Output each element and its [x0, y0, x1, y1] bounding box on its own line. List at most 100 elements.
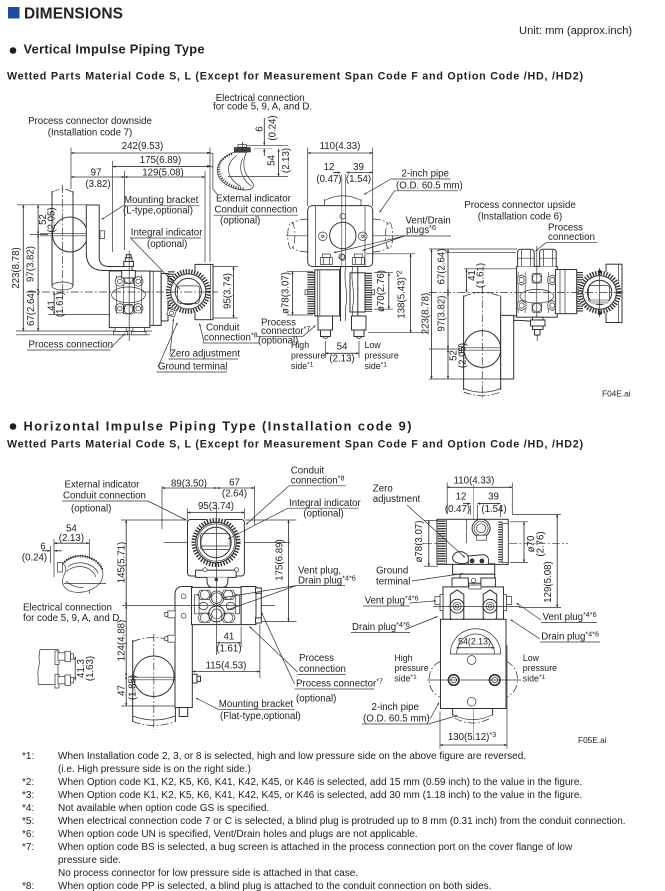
- svg-text:adjustment: adjustment: [373, 494, 421, 505]
- svg-text:54(2.13): 54(2.13): [458, 636, 491, 646]
- svg-text:(0.47): (0.47): [316, 174, 341, 185]
- svg-text:When option code PP is selecte: When option code PP is selected, a blind…: [58, 881, 491, 891]
- svg-text:Mounting bracket: Mounting bracket: [219, 699, 294, 710]
- svg-text:Process connector downside: Process connector downside: [28, 116, 152, 127]
- svg-text:Vent plug,: Vent plug,: [298, 566, 341, 577]
- svg-text:(i.e. High pressure side is on: (i.e. High pressure side is on the right…: [58, 764, 251, 775]
- svg-text:52: 52: [449, 350, 460, 361]
- svg-text:(3.82): (3.82): [85, 179, 110, 190]
- svg-text:plugs*6: plugs*6: [406, 223, 436, 236]
- svg-text:(optional): (optional): [296, 694, 336, 705]
- svg-text:Zero: Zero: [373, 484, 393, 495]
- svg-text:DIMENSIONS: DIMENSIONS: [24, 6, 123, 23]
- svg-text:for code 5, 9, A, and D.: for code 5, 9, A, and D.: [213, 102, 312, 113]
- svg-text:54: 54: [337, 342, 348, 353]
- svg-text:*8:: *8:: [22, 881, 34, 891]
- svg-text:175(6.89): 175(6.89): [275, 539, 286, 580]
- svg-text:High: High: [394, 653, 412, 663]
- svg-text:Mounting bracket: Mounting bracket: [124, 195, 199, 206]
- svg-text:Process connector upside: Process connector upside: [464, 200, 575, 211]
- svg-text:Conduit connection: Conduit connection: [63, 491, 146, 502]
- svg-text:242(9.53): 242(9.53): [122, 141, 163, 152]
- svg-text:(0.47): (0.47): [445, 504, 470, 515]
- svg-text:(optional): (optional): [147, 239, 187, 250]
- svg-text:(1.54): (1.54): [346, 174, 371, 185]
- svg-text:When option code BS is selecte: When option code BS is selected, a bug s…: [58, 842, 573, 853]
- svg-text:(Installation code 6): (Installation code 6): [478, 212, 563, 223]
- svg-text:(1.85): (1.85): [128, 675, 139, 700]
- svg-text:(2.76): (2.76): [536, 531, 547, 556]
- svg-text:(L-type,optional): (L-type,optional): [123, 206, 193, 217]
- svg-text:12: 12: [324, 162, 335, 173]
- svg-text:Integral indicator: Integral indicator: [289, 498, 361, 509]
- svg-text:67: 67: [229, 478, 240, 489]
- svg-text:223(8.78): 223(8.78): [421, 293, 432, 334]
- svg-text:*7:: *7:: [22, 842, 34, 853]
- svg-text:110(4.33): 110(4.33): [320, 141, 361, 152]
- svg-text:Conduit: Conduit: [206, 323, 240, 334]
- svg-text:*1:: *1:: [22, 751, 34, 762]
- svg-text:97: 97: [91, 168, 102, 179]
- svg-text:ø78(3.07): ø78(3.07): [281, 272, 292, 314]
- svg-text:pressure side.: pressure side.: [58, 855, 121, 866]
- svg-text:Unit: mm (approx.inch): Unit: mm (approx.inch): [519, 25, 632, 37]
- svg-text:138(5.43)*2: 138(5.43)*2: [395, 270, 408, 318]
- svg-text:52: 52: [38, 214, 49, 225]
- svg-text:connector*7: connector*7: [261, 324, 310, 337]
- svg-text:Low: Low: [365, 340, 382, 350]
- svg-text:Horizontal Impulse Piping Type: Horizontal Impulse Piping Type (Installa…: [24, 419, 412, 434]
- svg-text:(2.13): (2.13): [59, 533, 84, 544]
- svg-text:Wetted Parts Material Code S,: Wetted Parts Material Code S, L (Except …: [7, 439, 583, 451]
- svg-text:Drain plug*4*6: Drain plug*4*6: [541, 630, 599, 643]
- svg-text:Vent/Drain: Vent/Drain: [406, 216, 451, 227]
- svg-text:pressure: pressure: [523, 663, 557, 673]
- svg-text:(optional): (optional): [258, 336, 298, 347]
- svg-text:Electrical connection: Electrical connection: [23, 603, 112, 614]
- svg-text:side*1: side*1: [523, 674, 546, 684]
- svg-text:ø70(2.76): ø70(2.76): [376, 270, 387, 312]
- svg-text:connection*8: connection*8: [291, 474, 345, 487]
- svg-text:2-inch pipe: 2-inch pipe: [402, 169, 449, 180]
- svg-text:(optional): (optional): [220, 216, 260, 227]
- svg-text:ø78(3.07): ø78(3.07): [414, 521, 425, 563]
- svg-text:*4:: *4:: [22, 803, 34, 814]
- svg-text:97(3.82): 97(3.82): [437, 295, 448, 331]
- svg-text:Ground: Ground: [376, 566, 408, 577]
- svg-text:side*1: side*1: [365, 361, 388, 371]
- svg-text:39: 39: [353, 162, 364, 173]
- svg-text:(1.54): (1.54): [481, 504, 506, 515]
- svg-text:pressure: pressure: [365, 351, 399, 361]
- svg-text:(Installation code 7): (Installation code 7): [48, 128, 133, 139]
- svg-text:*3:: *3:: [22, 790, 34, 801]
- svg-text:terminal: terminal: [376, 577, 410, 588]
- svg-text:pressure: pressure: [291, 351, 325, 361]
- svg-text:67(2.64): 67(2.64): [437, 248, 448, 284]
- svg-text:Conduit: Conduit: [291, 466, 325, 477]
- svg-text:12: 12: [456, 492, 467, 503]
- svg-text:Zero adjustment: Zero adjustment: [170, 349, 240, 360]
- svg-text:(1.61): (1.61): [55, 292, 66, 317]
- svg-text:(1.63): (1.63): [85, 656, 96, 681]
- svg-text:External indicator: External indicator: [216, 194, 292, 205]
- svg-text:Process connection: Process connection: [29, 340, 114, 351]
- svg-text:(2.13): (2.13): [329, 354, 354, 365]
- svg-text:130(5.12)*3: 130(5.12)*3: [448, 730, 496, 743]
- svg-text:High: High: [291, 340, 309, 350]
- svg-text:Vent plug*4*6: Vent plug*4*6: [543, 610, 597, 623]
- svg-text:54: 54: [66, 524, 77, 535]
- svg-text:Process: Process: [261, 318, 296, 329]
- svg-text:41.3: 41.3: [76, 659, 87, 678]
- svg-text:41: 41: [47, 300, 58, 311]
- svg-text:When option code UN is specifi: When option code UN is specified, Vent/D…: [58, 829, 418, 840]
- svg-text:Conduit connection: Conduit connection: [215, 205, 298, 216]
- svg-text:side*1: side*1: [394, 674, 417, 684]
- svg-text:(1.61): (1.61): [216, 644, 241, 655]
- svg-text:connection*8: connection*8: [204, 331, 258, 344]
- svg-text:(2.13): (2.13): [281, 148, 292, 173]
- svg-text:When Option code K1, K2, K5, K: When Option code K1, K2, K5, K6, K41, K4…: [58, 790, 582, 801]
- svg-text:(Flat-type,optional): (Flat-type,optional): [220, 711, 301, 722]
- svg-text:(1.61): (1.61): [476, 263, 487, 288]
- svg-text:F05E.ai: F05E.ai: [578, 735, 607, 745]
- svg-text:Not available when option code: Not available when option code GS is spe…: [58, 803, 269, 814]
- svg-text:No process connector for low p: No process connector for low pressure si…: [58, 868, 358, 879]
